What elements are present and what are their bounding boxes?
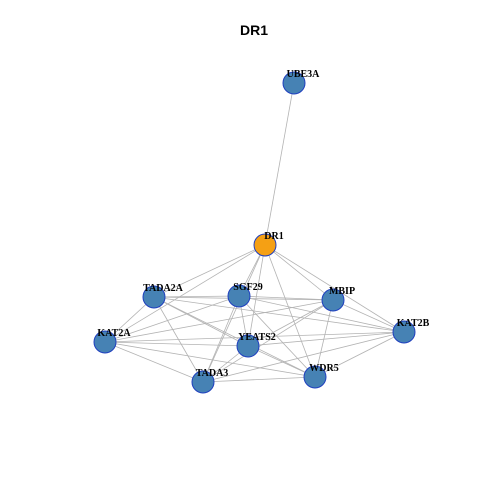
node-circle-tada3[interactable] <box>191 370 215 394</box>
edge-dr1-kat2a <box>104 244 266 343</box>
node-tada2a[interactable]: TADA2A <box>142 283 184 309</box>
edge-mbip-kat2b <box>332 299 405 333</box>
node-label-kat2b: KAT2B <box>397 318 430 329</box>
node-yeats2[interactable]: YEATS2 <box>236 332 276 358</box>
edge-mbip-tada3 <box>202 299 334 383</box>
edge-dr1-mbip <box>264 244 334 301</box>
edge-dr1-yeats2 <box>247 244 266 347</box>
node-label-wdr5: WDR5 <box>309 363 338 374</box>
node-label-tada3: TADA3 <box>196 368 229 379</box>
edge-kat2b-wdr5 <box>314 331 405 378</box>
edge-dr1-ube3a <box>264 82 295 246</box>
edge-mbip-wdr5 <box>314 299 334 378</box>
node-mbip[interactable]: MBIP <box>321 286 355 312</box>
edge-mbip-yeats2 <box>247 299 334 347</box>
edge-sgf29-mbip <box>238 295 334 301</box>
node-label-sgf29: SGF29 <box>233 282 262 293</box>
edge-tada2a-sgf29 <box>153 295 240 298</box>
edge-dr1-tada3 <box>202 244 266 383</box>
node-circle-sgf29[interactable] <box>227 284 251 308</box>
node-dr1[interactable]: DR1 <box>253 231 284 257</box>
edge-kat2a-wdr5 <box>104 341 316 378</box>
node-tada3[interactable]: TADA3 <box>191 368 229 394</box>
node-label-kat2a: KAT2A <box>97 328 131 339</box>
node-label-mbip: MBIP <box>329 286 355 297</box>
node-label-yeats2: YEATS2 <box>238 332 276 343</box>
node-kat2b[interactable]: KAT2B <box>392 318 430 344</box>
graph-title: DR1 <box>240 22 268 38</box>
node-circle-wdr5[interactable] <box>303 365 327 389</box>
edge-yeats2-kat2b <box>247 331 405 347</box>
edge-tada2a-kat2b <box>153 296 405 333</box>
node-kat2a[interactable]: KAT2A <box>93 328 131 354</box>
edge-dr1-wdr5 <box>264 244 316 378</box>
edge-mbip-kat2a <box>104 299 334 343</box>
node-label-ube3a: UBE3A <box>287 69 321 80</box>
edge-tada2a-wdr5 <box>153 296 316 378</box>
node-label-dr1: DR1 <box>264 231 283 242</box>
edge-kat2b-tada3 <box>202 331 405 383</box>
node-label-tada2a: TADA2A <box>143 283 184 294</box>
edge-sgf29-kat2a <box>104 295 240 343</box>
node-circle-mbip[interactable] <box>321 288 345 312</box>
node-ube3a[interactable]: UBE3A <box>282 69 321 95</box>
edge-kat2a-tada3 <box>104 341 204 383</box>
edge-tada3-wdr5 <box>202 376 316 383</box>
edge-kat2a-yeats2 <box>104 341 249 347</box>
node-circle-yeats2[interactable] <box>236 334 260 358</box>
edge-yeats2-wdr5 <box>247 345 316 378</box>
node-layer: DR1 UBE3A TADA2A SGF29 MBIP KAT2A YEATS2 KAT2B T… <box>93 69 430 394</box>
node-circle-kat2b[interactable] <box>392 320 416 344</box>
node-circle-kat2a[interactable] <box>93 330 117 354</box>
node-circle-ube3a[interactable] <box>282 71 306 95</box>
node-circle-dr1[interactable] <box>253 233 277 257</box>
edge-sgf29-tada3 <box>202 295 240 383</box>
node-sgf29[interactable]: SGF29 <box>227 282 263 308</box>
edge-dr1-tada2a <box>153 244 266 298</box>
node-wdr5[interactable]: WDR5 <box>303 363 339 389</box>
edge-dr1-kat2b <box>264 244 405 333</box>
node-circle-tada2a[interactable] <box>142 285 166 309</box>
edge-sgf29-kat2b <box>238 295 405 333</box>
